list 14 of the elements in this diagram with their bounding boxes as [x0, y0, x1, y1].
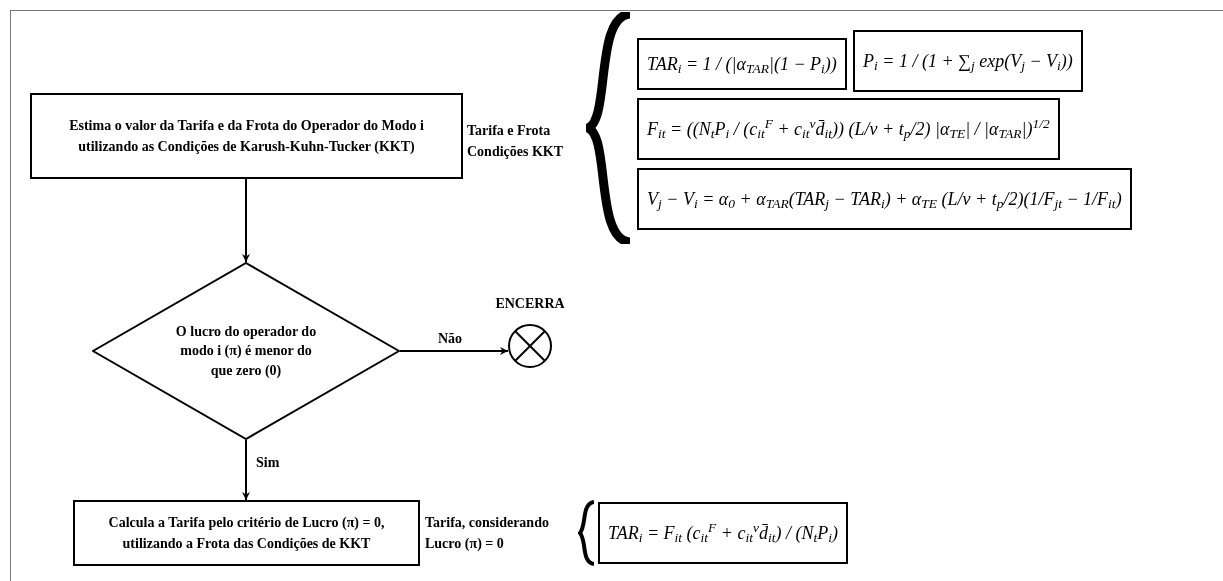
formula-box: P$_{i}$ = 1 / (1 + ∑$_{j}$ exp(V$_{j}$ − V$_{i}$))	[853, 30, 1083, 92]
formula-box: TAR$_{i}$ = F$_{it}$ (c$_{it}$$^{F}$ + c$_{it}$$^{v}$d̄$_{it}$) / (N$_{t}$P$_{i}$)	[598, 502, 849, 564]
formula-box: F$_{it}$ = ((N$_{t}$P$_{i}$ / (c$_{it}$$^{F}$ + c$_{it}$$^{v}$d̄$_{it}$)) (L/v + t$_{p}$/2) |α$_{TE}$| / |α$_{TAR}$|)$^{1/2}$	[637, 98, 1060, 160]
formula-box: TAR$_{i}$ = 1 / (|α$_{TAR}$|(1 − P$_{i}$))	[637, 38, 847, 90]
arrow	[399, 347, 509, 355]
arrow	[242, 178, 250, 263]
process-box: Estima o valor da Tarifa e da Frota do Operador do Modo i utilizando as Condições de Karush-Kuhn-Tucker (KKT)	[30, 93, 463, 179]
formula-box: V$_{j}$ − V$_{i}$ = α$_{0}$ + α$_{TAR}$(TAR$_{j}$ − TAR$_{i}$) + α$_{TE}$ (L/v + t$_{p}$/2)(1/F$_{jt}$ − 1/F$_{it}$)	[637, 168, 1132, 230]
end-terminator: ENCERRA	[490, 296, 570, 370]
process-box: Calcula a Tarifa pelo critério de Lucro (π) = 0, utilizando a Frota das Condições de KKT	[73, 500, 420, 566]
annotation-text: Tarifa e Frota Condições KKT	[467, 122, 565, 161]
annotation-text: Tarifa, considerando Lucro (π) = 0	[425, 514, 550, 553]
arrow	[242, 439, 250, 501]
decision-diamond: O lucro do operador do modo i (π) é menor do que zero (0)	[92, 262, 400, 440]
